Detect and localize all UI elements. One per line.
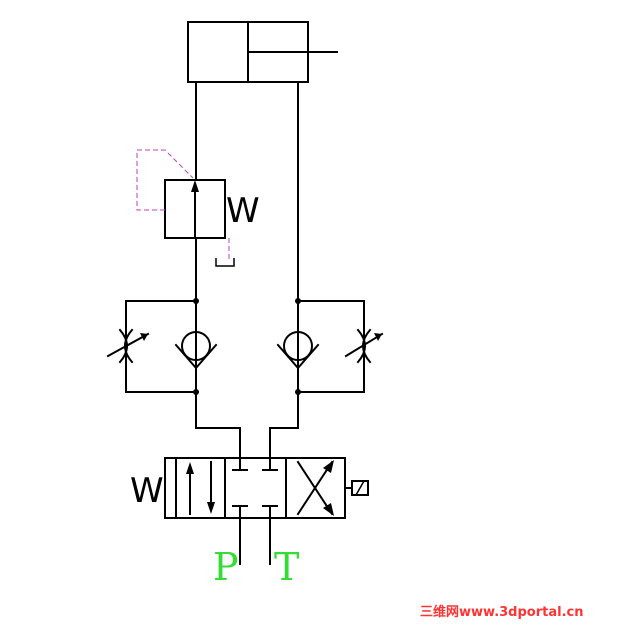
solenoid-body (351, 480, 369, 496)
left-throttle-check-valve (106, 298, 218, 395)
left-throttle-arrow-head (140, 333, 148, 341)
valve-spring-label: W (130, 471, 164, 511)
right-block-cross-arrow-head (323, 503, 334, 516)
right-throttle-arrow-head (374, 333, 382, 341)
solenoid-winding (355, 480, 365, 496)
supply-ports: P T (213, 517, 299, 589)
pilot-line (136, 149, 194, 211)
pressure-valve-spring-label: W (226, 191, 260, 231)
left-check-ball (181, 331, 211, 361)
pressure-valve-arrow-head (191, 180, 199, 192)
left-bypass-loop (125, 300, 197, 393)
right-throttle-check-valve (276, 298, 384, 395)
port-p-label: P (213, 545, 239, 589)
valve-body (164, 457, 346, 519)
right-block-cross-arrow (296, 460, 334, 516)
watermark-text: 三维网www.3dportal.cn (420, 604, 583, 620)
left-block-arrow-up-head (186, 462, 194, 474)
right-check-ball (283, 331, 313, 361)
hydraulic-cylinder (187, 21, 338, 83)
main-lines (195, 81, 299, 459)
left-throttle-adjust-arrow (106, 332, 150, 358)
right-throttle-arc (356, 328, 366, 364)
drain-tank-icon (215, 258, 235, 267)
port-t-label: T (274, 545, 299, 589)
directional-control-valve: W (130, 457, 369, 519)
pressure-valve: W (136, 149, 260, 267)
left-block-arrow-down-head (207, 502, 215, 514)
right-bypass-loop (297, 300, 365, 393)
right-block-cross-arrow-head (323, 460, 334, 473)
right-throttle-adjust-arrow (344, 332, 384, 358)
